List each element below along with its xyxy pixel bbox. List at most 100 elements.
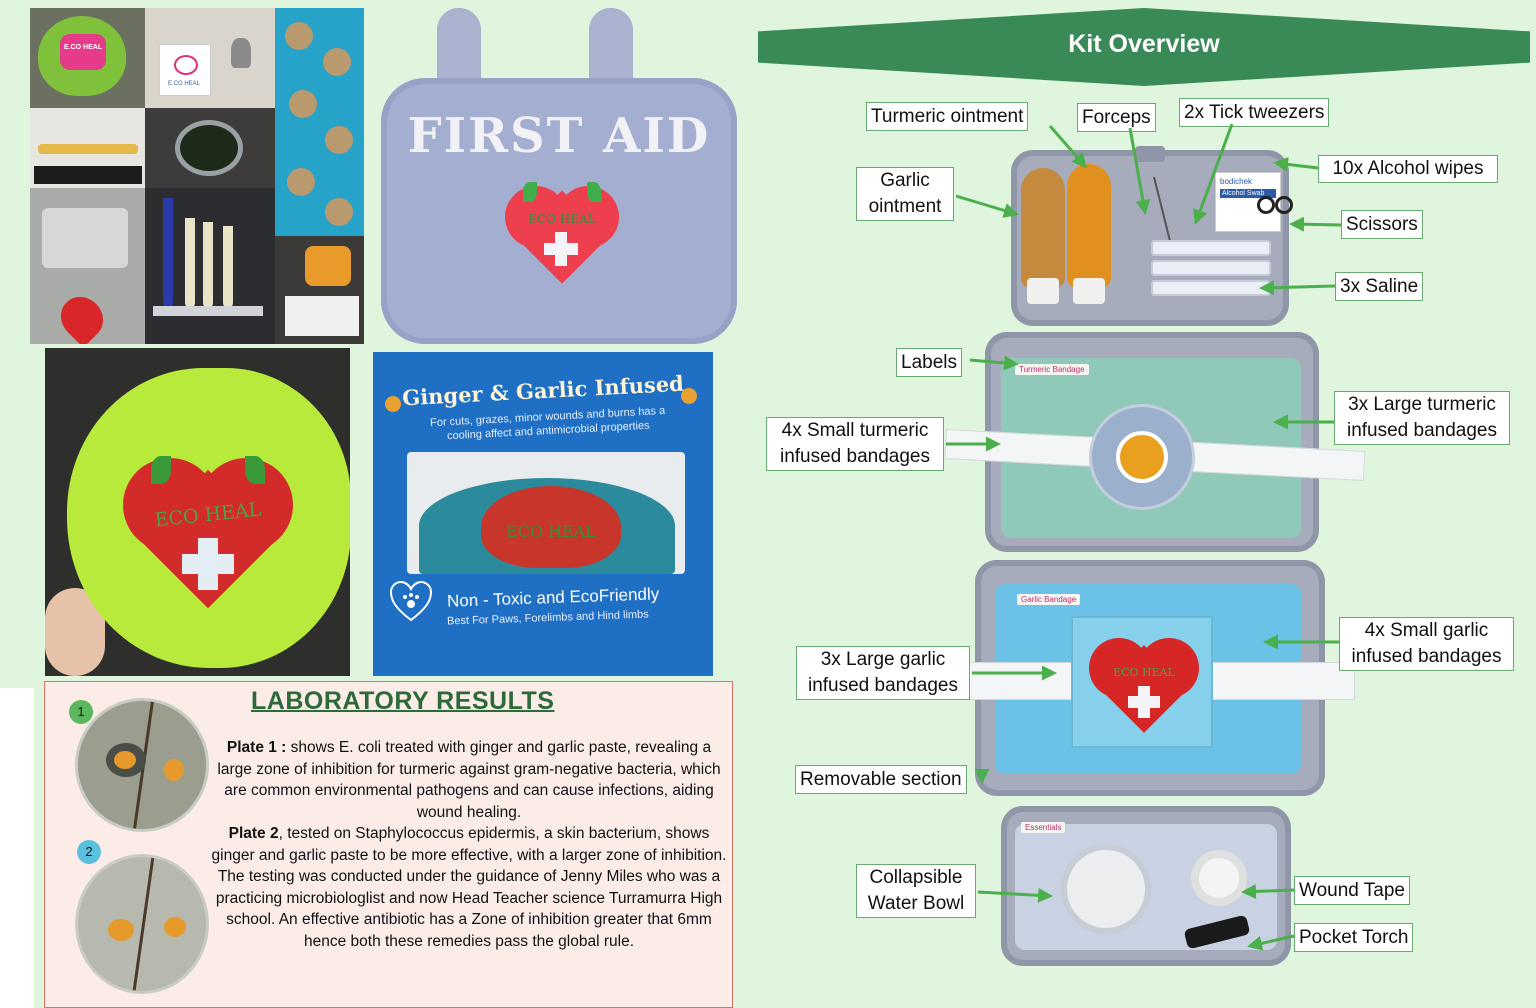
label-tick-tweezers: 2x Tick tweezers: [1179, 98, 1330, 127]
sample-spot: [108, 919, 134, 941]
green-patch-photo: ECO HEAL: [45, 348, 350, 676]
koala-figure: [231, 38, 251, 68]
top-pocket: bodichek Alcohol Swab: [1011, 146, 1293, 326]
pink-heart-badge: [60, 34, 106, 70]
sewing-machine: [42, 208, 128, 268]
label-turmeric-ointment: Turmeric ointment: [866, 102, 1029, 131]
label-garlic-ointment: Garlic ointment: [856, 167, 954, 221]
ginger-card-footer-sub: Best For Paws, Forelimbs and Hind limbs: [446, 608, 649, 628]
bandage-template: [323, 48, 351, 76]
bag-title: FIRST AID: [407, 108, 711, 164]
collage-lab-bench-photo: [30, 108, 145, 188]
green-dish: [175, 120, 243, 176]
packet-brand: bodichek: [1220, 177, 1253, 186]
leaf-icon: [151, 456, 171, 484]
hanger-loop: [1135, 146, 1165, 162]
kit-eco-heal-heart: ECO HEAL: [1089, 632, 1199, 736]
outline-heart-icon: [174, 55, 198, 75]
plate2-text: , tested on Staphylococcus epidermis, a …: [211, 825, 727, 864]
label-removable-section: Removable section: [795, 765, 967, 794]
paste-jar: [305, 246, 351, 286]
plate1-label: Plate 1 :: [226, 739, 287, 756]
ginger-card-footer: Non - Toxic and EcoFriendly: [446, 584, 660, 611]
kit-heart-text: ECO HEAL: [1113, 666, 1175, 679]
collage-dish-photo: [145, 108, 275, 188]
leaf-icon: [245, 456, 265, 484]
kit-overview-title: Kit Overview: [1068, 30, 1220, 58]
collage-card-photo: E.CO HEAL: [145, 8, 275, 108]
bag-handle-right: [589, 8, 633, 98]
collage-card-text: E.CO HEAL: [168, 81, 201, 87]
leaf-icon: [587, 182, 601, 202]
bandage-template: [325, 198, 353, 226]
label-pocket-torch: Pocket Torch: [1294, 923, 1414, 952]
kit-overview-banner: Kit Overview: [758, 8, 1530, 86]
green-velvet-patch: ECO HEAL: [67, 368, 350, 668]
test-tube: [203, 222, 213, 308]
label-wound-tape: Wound Tape: [1294, 876, 1410, 905]
ginger-garlic-card: Ginger & Garlic Infused For cuts, grazes…: [373, 352, 713, 676]
label-saline: 3x Saline: [1335, 272, 1424, 301]
turmeric-bandage: [1089, 404, 1195, 510]
bag-eco-heal-heart: ECO HEAL: [505, 178, 619, 288]
label-large-turmeric: 3x Large turmeric infused bandages: [1334, 391, 1510, 445]
packet-sub: Alcohol Swab: [1220, 189, 1276, 198]
plate-badge-1: 1: [69, 700, 93, 724]
label-water-bowl: Collapsible Water Bowl: [856, 864, 976, 918]
label-small-turmeric: 4x Small turmeric infused bandages: [766, 417, 944, 471]
label-large-garlic: 3x Large garlic infused bandages: [796, 646, 970, 700]
patch-eco-heal-heart: ECO HEAL: [123, 452, 293, 624]
forceps: [1153, 176, 1171, 242]
garlic-tag: Garlic Bandage: [1017, 594, 1081, 605]
turmeric-section: Turmeric Bandage: [944, 332, 1366, 552]
plate-badge-2: 2: [77, 840, 101, 864]
scissors-icon: [1257, 196, 1275, 214]
ginger-icon: [385, 396, 401, 412]
collage-paste-photo: [275, 236, 364, 344]
label-forceps: Forceps: [1077, 103, 1156, 132]
test-tube-blue: [163, 198, 173, 308]
test-tube: [185, 218, 195, 308]
tube-rack: [153, 306, 263, 316]
collage-patch-text: E.CO HEAL: [64, 44, 103, 51]
bandage-template: [287, 168, 315, 196]
garlic-section: Garlic Bandage ECO HEAL: [945, 560, 1355, 796]
collage-templates-photo: [275, 8, 364, 236]
ginger-heart-text: ECO HEAL: [506, 522, 596, 541]
label-alcohol-wipes: 10x Alcohol wipes: [1318, 155, 1498, 183]
bandage-template: [325, 126, 353, 154]
plate1-text: shows E. coli treated with ginger and ga…: [217, 739, 721, 821]
label-labels: Labels: [896, 348, 962, 377]
closing-text: The testing was conducted under the guid…: [215, 868, 723, 950]
label-small-garlic: 4x Small garlic infused bandages: [1339, 617, 1514, 671]
lab-title: LABORATORY RESULTS: [251, 687, 555, 715]
heart-card: E.CO HEAL: [159, 44, 211, 96]
petri-dish-1: [75, 698, 209, 832]
collage-green-patch-photo: E.CO HEAL: [30, 8, 145, 108]
turmeric-tag: Turmeric Bandage: [1015, 364, 1089, 375]
garlic-ointment-bottle: [1021, 168, 1065, 288]
white-margin: [0, 688, 34, 1008]
bandage-template: [289, 90, 317, 118]
bench-top: [34, 166, 142, 184]
ginger-icon: [681, 388, 697, 404]
teal-bandage: ECO HEAL: [419, 478, 675, 574]
leaf-icon: [523, 182, 537, 202]
green-leaf-patch: E.CO HEAL: [38, 16, 126, 96]
laboratory-results-panel: LABORATORY RESULTS 1 2 Plate 1 : shows E…: [44, 681, 733, 1008]
turmeric-pad: [1116, 431, 1168, 483]
ginger-card-subtitle: For cuts, grazes, minor wounds and burns…: [429, 404, 666, 443]
bag-handle-left: [437, 8, 481, 98]
bag-heart-text: ECO HEAL: [528, 212, 596, 226]
essentials-tag: Essentials: [1021, 822, 1066, 833]
saline-vial: [1151, 240, 1271, 256]
saline-vial: [1151, 280, 1271, 296]
turmeric-ointment-bottle: [1067, 164, 1111, 288]
open-kit-photo: bodichek Alcohol Swab Turmeric Bandage G…: [944, 146, 1366, 970]
collage-sewing-photo: [30, 188, 145, 344]
red-heart-fabric: [52, 288, 112, 344]
wound-tape-roll: [1191, 850, 1247, 906]
saline-vial: [1151, 260, 1271, 276]
plate2-label: Plate 2: [228, 825, 279, 842]
removable-essentials-section: Essentials: [1001, 806, 1291, 966]
